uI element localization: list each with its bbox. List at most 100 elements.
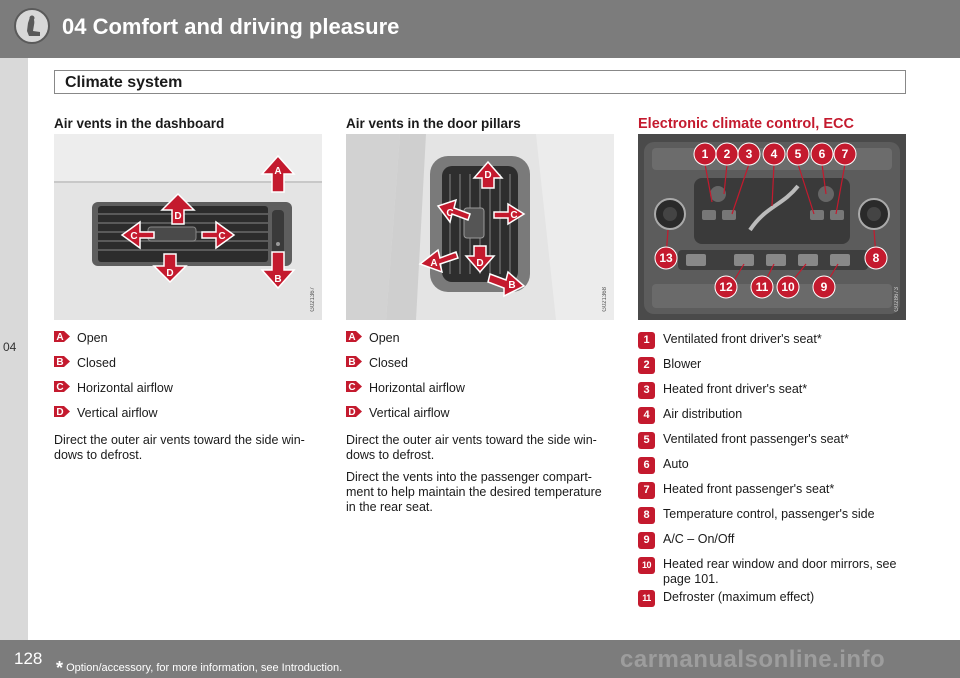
ecc-item-list: 1 Ventilated front driver's seat* 2 Blower… bbox=[638, 332, 908, 615]
dashboard-vent-illustration: D D C C A B G021367 bbox=[54, 134, 322, 320]
chapter-tab: 04 bbox=[0, 58, 28, 640]
callout-9: 9 bbox=[821, 280, 828, 294]
svg-text:A: A bbox=[348, 332, 355, 343]
callout-5: 5 bbox=[795, 147, 802, 161]
legend-item: B Closed bbox=[54, 354, 324, 379]
door-pillar-paragraph-1: Direct the outer air vents toward the si… bbox=[346, 433, 597, 462]
legend-badge: D bbox=[54, 404, 71, 422]
legend-text: Closed bbox=[369, 356, 408, 370]
label-a: A bbox=[430, 258, 437, 269]
svg-text:D: D bbox=[348, 407, 355, 418]
ecc-panel-illustration: 1 2 3 4 5 6 7 8 9 10 11 12 13 G028673 bbox=[638, 134, 906, 320]
dashboard-vents-section: Air vents in the dashboard bbox=[54, 116, 324, 463]
dashboard-vent-drawing: D D C C A B bbox=[54, 134, 322, 320]
item-text: Auto bbox=[663, 457, 689, 471]
footnote-text: Option/accessory, for more information, … bbox=[66, 662, 343, 674]
legend-badge: A bbox=[346, 329, 363, 347]
door-pillar-legend: A Open B Closed C Horizontal airflow D V… bbox=[346, 329, 616, 429]
list-item: 5 Ventilated front passenger's seat* bbox=[638, 432, 908, 457]
item-number-badge: 1 bbox=[638, 332, 655, 349]
item-number-badge: 5 bbox=[638, 432, 655, 449]
callout-12: 12 bbox=[719, 280, 733, 294]
callout-3: 3 bbox=[746, 147, 753, 161]
legend-item: D Vertical airflow bbox=[346, 404, 616, 429]
callout-4: 4 bbox=[771, 147, 778, 161]
label-d-bottom: D bbox=[476, 258, 483, 269]
item-number-badge: 2 bbox=[638, 357, 655, 374]
item-number-badge: 7 bbox=[638, 482, 655, 499]
legend-badge: C bbox=[346, 379, 363, 397]
label-c-left: C bbox=[130, 231, 137, 242]
legend-badge: A bbox=[54, 329, 71, 347]
item-text: Blower bbox=[663, 357, 702, 371]
list-item: 8 Temperature control, passenger's side bbox=[638, 507, 908, 532]
item-text: A/C – On/Off bbox=[663, 532, 735, 546]
label-b: B bbox=[508, 280, 515, 291]
ecc-title: Electronic climate control, ECC bbox=[638, 116, 854, 132]
legend-item: A Open bbox=[346, 329, 616, 354]
chapter-tab-label: 04 bbox=[3, 340, 17, 354]
svg-text:D: D bbox=[56, 407, 63, 418]
section-title: Climate system bbox=[65, 74, 183, 91]
item-text: Heated rear window and door mirrors, see… bbox=[663, 557, 897, 586]
chapter-title: 04 Comfort and driving pleasure bbox=[62, 14, 400, 39]
callout-7: 7 bbox=[842, 147, 849, 161]
figure-code: G021368 bbox=[602, 287, 608, 312]
item-text: Heated front passenger's seat* bbox=[663, 482, 835, 496]
legend-badge: C bbox=[54, 379, 71, 397]
callout-6: 6 bbox=[819, 147, 826, 161]
legend-badge: D bbox=[346, 404, 363, 422]
list-item: 4 Air distribution bbox=[638, 407, 908, 432]
seat-icon bbox=[14, 8, 50, 44]
item-number-badge: 4 bbox=[638, 407, 655, 424]
ecc-panel-drawing: 1 2 3 4 5 6 7 8 9 10 11 12 13 bbox=[638, 134, 906, 320]
legend-item: D Vertical airflow bbox=[54, 404, 324, 429]
door-pillar-paragraph-2: Direct the vents into the passenger comp… bbox=[346, 470, 602, 514]
dashboard-vents-title: Air vents in the dashboard bbox=[54, 116, 225, 131]
label-c-right: C bbox=[510, 210, 517, 221]
item-number-badge: 9 bbox=[638, 532, 655, 549]
item-number-badge: 11 bbox=[638, 590, 655, 607]
legend-text: Vertical airflow bbox=[77, 406, 158, 420]
callout-2: 2 bbox=[724, 147, 731, 161]
legend-badge: B bbox=[346, 354, 363, 372]
page-footer: 128 * Option/accessory, for more informa… bbox=[0, 640, 960, 678]
legend-item: C Horizontal airflow bbox=[346, 379, 616, 404]
callout-13: 13 bbox=[659, 251, 673, 265]
item-text: Ventilated front driver's seat* bbox=[663, 332, 822, 346]
callout-11: 11 bbox=[756, 280, 769, 294]
legend-text: Horizontal airflow bbox=[369, 381, 465, 395]
legend-item: B Closed bbox=[346, 354, 616, 379]
svg-text:B: B bbox=[348, 357, 355, 368]
item-number-badge: 3 bbox=[638, 382, 655, 399]
legend-item: A Open bbox=[54, 329, 324, 354]
list-item: 7 Heated front passenger's seat* bbox=[638, 482, 908, 507]
item-number-badge: 8 bbox=[638, 507, 655, 524]
item-text: Temperature control, passenger's side bbox=[663, 507, 875, 521]
callout-1: 1 bbox=[702, 147, 709, 161]
label-d-top: D bbox=[484, 170, 491, 181]
footnote-star: * bbox=[56, 658, 64, 678]
item-text: Heated front driver's seat* bbox=[663, 382, 808, 396]
svg-text:C: C bbox=[348, 382, 355, 393]
item-text: Air distribution bbox=[663, 407, 743, 421]
svg-text:C: C bbox=[56, 382, 63, 393]
list-item: 1 Ventilated front driver's seat* bbox=[638, 332, 908, 357]
legend-text: Open bbox=[77, 331, 108, 345]
dashboard-legend: A Open B Closed C Horizontal airflow D V… bbox=[54, 329, 324, 429]
footnote: * Option/accessory, for more information… bbox=[56, 655, 343, 678]
figure-code: G028673 bbox=[894, 287, 900, 312]
legend-badge: B bbox=[54, 354, 71, 372]
legend-text: Vertical airflow bbox=[369, 406, 450, 420]
svg-text:B: B bbox=[56, 357, 63, 368]
section-header: Climate system bbox=[54, 70, 906, 94]
list-item: 9 A/C – On/Off bbox=[638, 532, 908, 557]
item-text: Ventilated front passenger's seat* bbox=[663, 432, 849, 446]
callout-10: 10 bbox=[781, 280, 795, 294]
legend-item: C Horizontal airflow bbox=[54, 379, 324, 404]
watermark: carmanualsonline.info bbox=[620, 646, 886, 673]
figure-code: G021367 bbox=[310, 287, 316, 312]
page-header: 04 Comfort and driving pleasure bbox=[0, 0, 960, 58]
page-number: 128 bbox=[14, 649, 43, 668]
